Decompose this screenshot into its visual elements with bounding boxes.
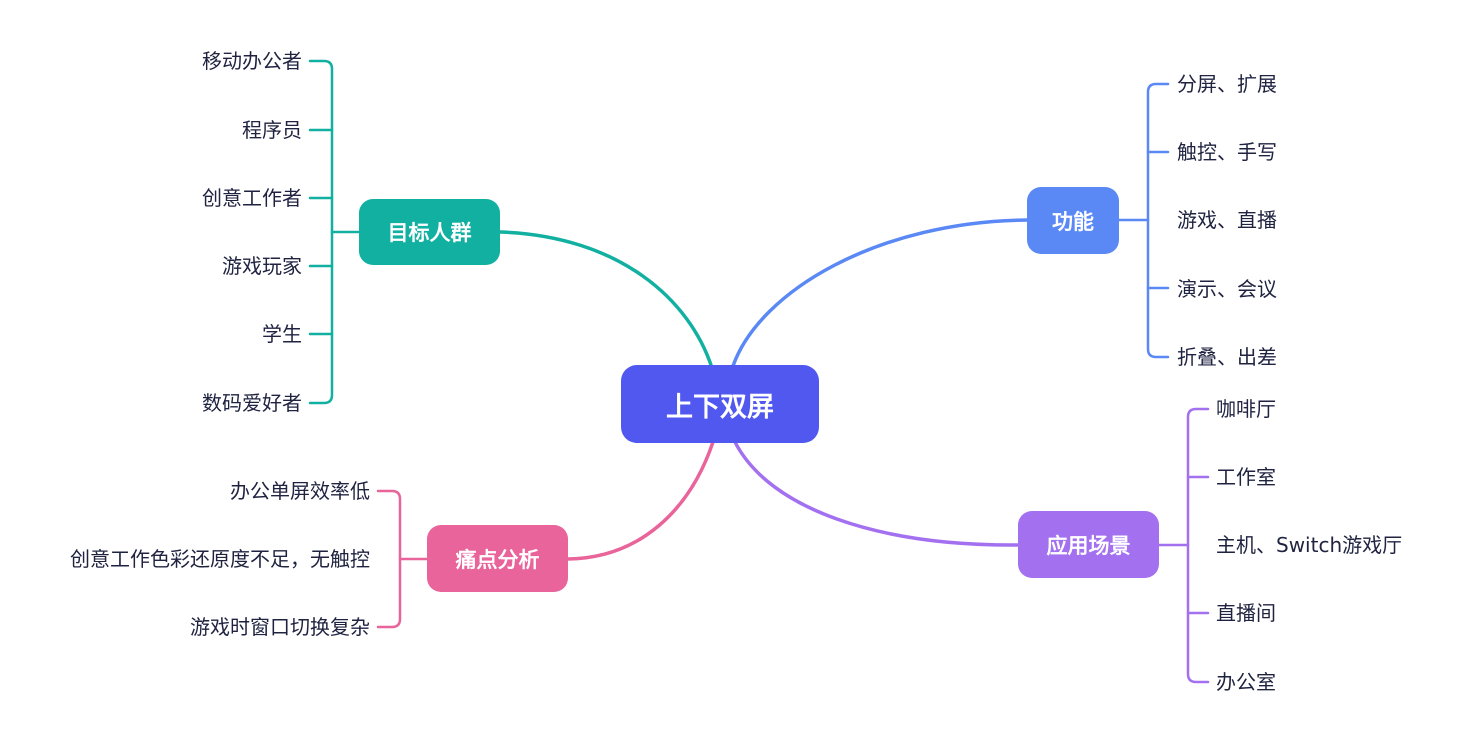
leaf-pain-item[interactable]: 创意工作色彩还原度不足，无触控 xyxy=(70,547,370,571)
leaf-scene-item[interactable]: 主机、Switch游戏厅 xyxy=(1216,533,1403,557)
branch-scenes[interactable]: 应用场景 xyxy=(1018,511,1159,578)
bracket-scenes xyxy=(1156,407,1210,684)
leaf-pain-item[interactable]: 办公单屏效率低 xyxy=(230,479,370,503)
branch-features-label: 功能 xyxy=(1052,209,1094,234)
leaf-target-item[interactable]: 数码爱好者 xyxy=(202,391,302,415)
leaf-target-item[interactable]: 移动办公者 xyxy=(202,49,302,73)
leaf-target-item[interactable]: 程序员 xyxy=(242,118,302,142)
leaf-feature-item[interactable]: 折叠、出差 xyxy=(1177,345,1277,369)
branch-target-label: 目标人群 xyxy=(387,221,472,245)
connector-central-target xyxy=(498,230,714,370)
central-topic[interactable]: 上下双屏 xyxy=(621,365,819,443)
branch-features[interactable]: 功能 xyxy=(1027,187,1119,254)
branch-pain-label: 痛点分析 xyxy=(455,547,540,572)
leaf-target-item[interactable]: 学生 xyxy=(262,322,302,346)
branch-scenes-label: 应用场景 xyxy=(1046,533,1131,558)
leaf-scene-item[interactable]: 咖啡厅 xyxy=(1216,397,1276,421)
leaf-feature-item[interactable]: 触控、手写 xyxy=(1177,140,1277,164)
connector-central-features xyxy=(731,218,1030,368)
leaf-feature-item[interactable]: 分屏、扩展 xyxy=(1177,72,1277,96)
branch-pain-points[interactable]: 痛点分析 xyxy=(427,525,568,592)
bracket-pain xyxy=(376,489,430,629)
leaf-target-item[interactable]: 游戏玩家 xyxy=(222,254,302,278)
leaf-scene-item[interactable]: 工作室 xyxy=(1216,465,1276,489)
leaf-feature-item[interactable]: 演示、会议 xyxy=(1177,277,1277,301)
bracket-target xyxy=(308,59,362,405)
connector-central-pain xyxy=(566,440,715,561)
central-topic-label: 上下双屏 xyxy=(666,391,774,423)
leaf-pain-item[interactable]: 游戏时窗口切换复杂 xyxy=(190,615,370,639)
connector-central-scenes xyxy=(733,440,1020,547)
leaf-feature-item[interactable]: 游戏、直播 xyxy=(1177,208,1277,232)
leaf-target-item[interactable]: 创意工作者 xyxy=(202,186,302,210)
leaf-scene-item[interactable]: 办公室 xyxy=(1216,670,1276,694)
bracket-features xyxy=(1116,82,1170,359)
branch-target-audience[interactable]: 目标人群 xyxy=(359,199,500,265)
leaf-scene-item[interactable]: 直播间 xyxy=(1216,601,1276,625)
